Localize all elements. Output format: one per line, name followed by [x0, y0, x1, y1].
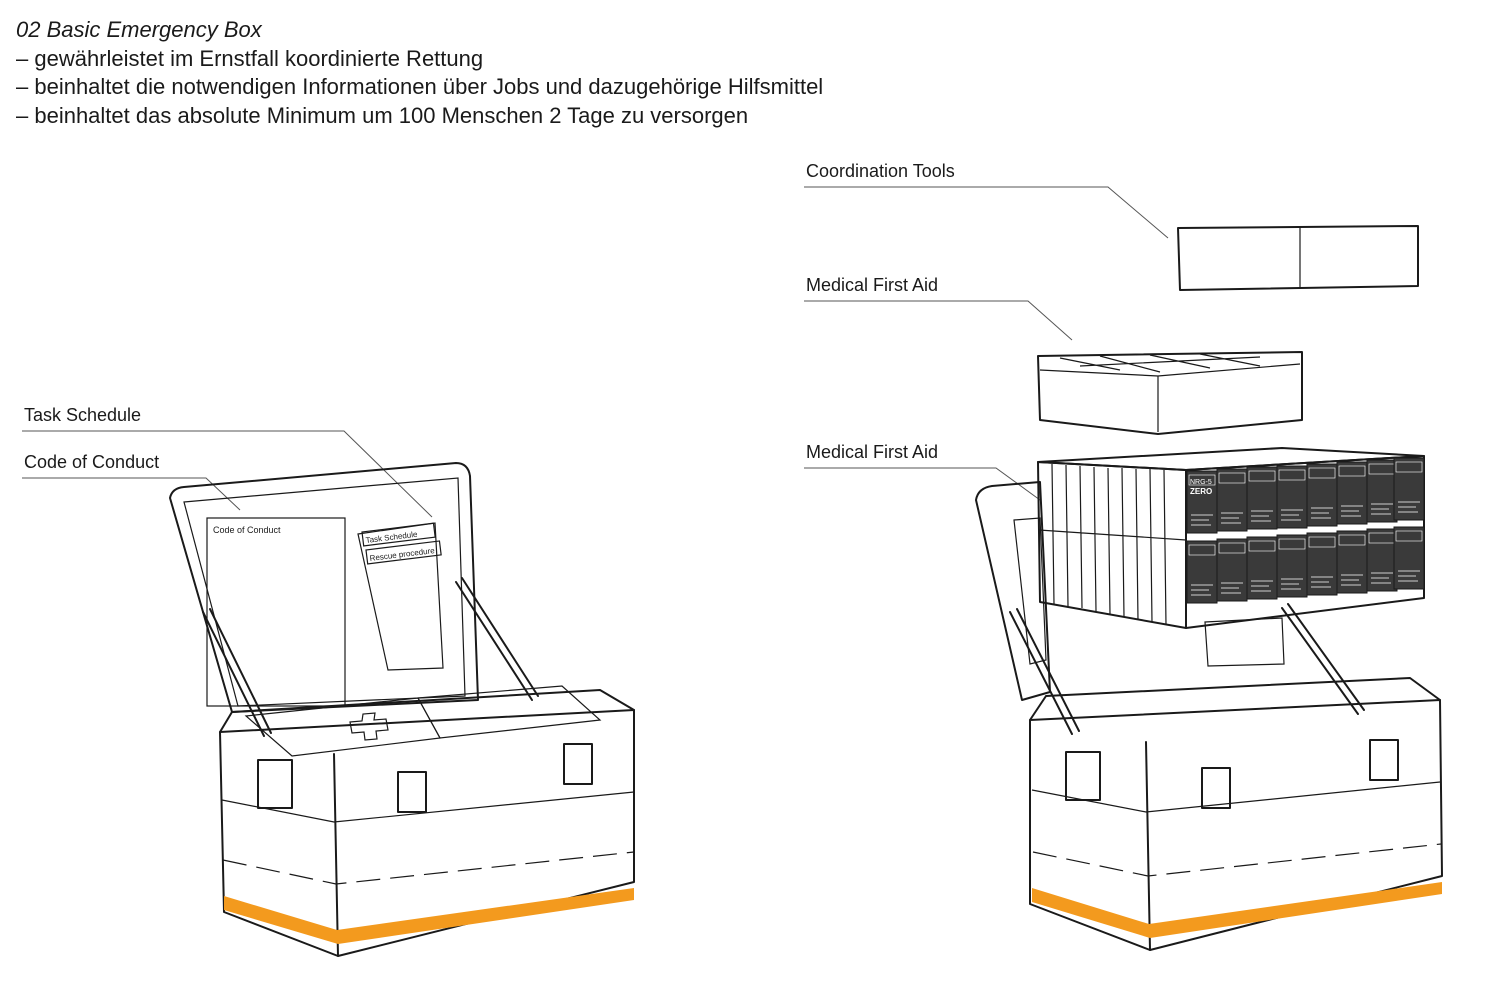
- left-box-front-edge: [333, 753, 339, 957]
- label-task-schedule: Task Schedule: [24, 405, 142, 425]
- label-coordination-tools: Coordination Tools: [806, 161, 955, 181]
- left-box-orange-stripe: [224, 888, 634, 944]
- leader-medical-first-aid-bottom: [804, 467, 1041, 501]
- left-emergency-box: Code of Conduct Task Schedule Rescue pro…: [22, 430, 635, 957]
- task-schedule-tab: [361, 522, 436, 547]
- right-box-orange-stripe: [1032, 882, 1442, 938]
- first-aid-cross-icon: [349, 712, 389, 741]
- rescue-procedure-tab: [365, 540, 442, 565]
- left-box-rib-2: [222, 851, 635, 885]
- coordination-kit: [417, 685, 602, 739]
- medical-first-aid-tray-edges: [1039, 363, 1301, 432]
- right-box-rib-1: [1031, 781, 1441, 813]
- ration-pack-brand: NRG-5: [1190, 479, 1212, 486]
- label-medical-first-aid-bottom: Medical First Aid: [806, 442, 939, 462]
- ration-block-side-divisions: [1038, 463, 1187, 626]
- leader-code-of-conduct: [22, 477, 241, 511]
- ration-packs-front: [1186, 457, 1425, 604]
- right-lid-frame: [975, 481, 1051, 701]
- description-point-3: – beinhaltet das absolute Minimum um 100…: [16, 102, 749, 128]
- diagram-title: 02 Basic Emergency Box: [16, 17, 262, 42]
- left-box-rim: [219, 689, 635, 733]
- description-point-2: – beinhaltet die notwendigen Information…: [16, 74, 824, 99]
- left-box-latch-right: [563, 743, 593, 785]
- right-emergency-box: NRG-5 ZERO: [804, 186, 1443, 951]
- ration-pack-name: ZERO: [1190, 487, 1212, 496]
- medical-first-aid-tray-grid: [1059, 353, 1261, 373]
- medical-first-aid-tray: [1037, 351, 1303, 435]
- right-box-front-edge: [1145, 741, 1151, 951]
- right-box-latch-right: [1369, 739, 1399, 781]
- left-lid-inner: [183, 477, 466, 707]
- right-lid-inner: [1013, 517, 1047, 665]
- right-box-side-handle: [1065, 751, 1101, 801]
- description-point-1: – gewährleistet im Ernstfall koordiniert…: [16, 45, 484, 71]
- leader-coordination-tools: [804, 186, 1169, 239]
- code-of-conduct-sheet-title: Code of Conduct: [213, 525, 281, 535]
- coordination-tools-box: [1177, 225, 1419, 291]
- label-code-of-conduct: Code of Conduct: [24, 452, 160, 472]
- left-box-latch-front: [397, 771, 427, 813]
- left-lid-frame: [169, 462, 479, 713]
- right-lid-panel: [1204, 617, 1285, 667]
- label-medical-first-aid-top: Medical First Aid: [806, 275, 939, 295]
- right-box-rib-2: [1032, 843, 1442, 877]
- right-lid-strut-right: [1281, 603, 1365, 715]
- right-box-rim: [1029, 677, 1441, 721]
- left-box-side-handle: [257, 759, 293, 809]
- leader-task-schedule: [22, 430, 433, 518]
- ration-block-front: [1185, 455, 1425, 629]
- leader-medical-first-aid-top: [804, 300, 1073, 341]
- right-box-latch-front: [1201, 767, 1231, 809]
- description-block: 02 Basic Emergency Box – gewährleistet i…: [16, 16, 823, 130]
- left-lid-strut-right: [455, 577, 539, 701]
- right-lid-strut-left: [1009, 608, 1080, 735]
- left-lid-strut-left: [202, 608, 272, 737]
- code-of-conduct-sheet: [206, 517, 346, 707]
